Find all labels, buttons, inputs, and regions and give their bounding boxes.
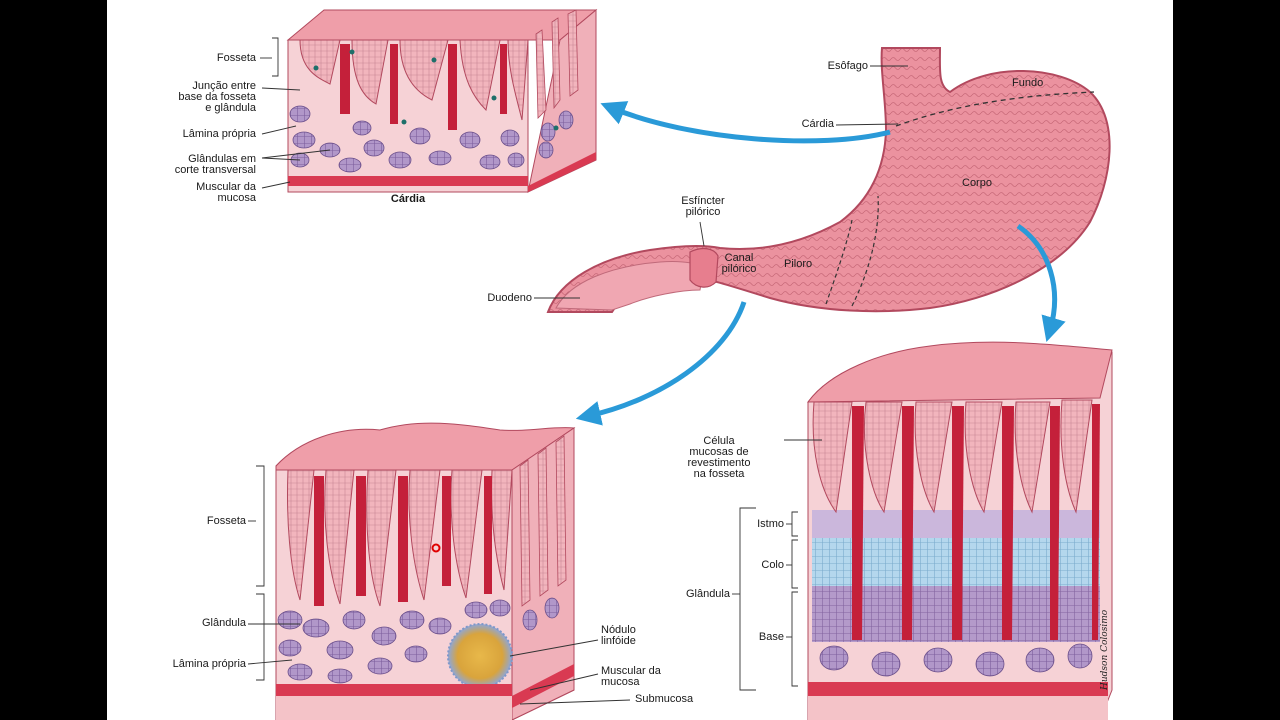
label-corpo: Corpo (962, 177, 992, 189)
lymph-nodule (447, 623, 513, 689)
label-glandula-corpo: Glândula (685, 588, 730, 600)
label-fosseta-cardia: Fosseta (216, 52, 256, 64)
label-lamina-propria-cardia: Lâmina própria (182, 128, 256, 140)
label-nodulo-linfoide: Nódulo linfóide (601, 624, 636, 647)
label-cardia-title: Cárdia (390, 193, 426, 205)
label-submucosa: Submucosa (635, 693, 694, 705)
label-esofago: Esôfago (827, 60, 868, 72)
stomach-organ (546, 47, 1111, 313)
pylorus-leader-lines (247, 465, 631, 705)
label-muscular-piloro: Muscular da mucosa (601, 665, 661, 688)
cardia-leader-lines (260, 37, 331, 189)
stomach-leader-lines (534, 65, 908, 299)
label-piloro: Piloro (784, 258, 813, 270)
label-colo: Colo (761, 559, 784, 571)
body-leader-lines (732, 439, 822, 691)
label-celula-mucosa: Célula mucosas de revestimento na fosset… (687, 435, 751, 480)
label-muscular-cardia: Muscular da mucosa (196, 181, 256, 204)
label-lamina-propria-piloro: Lâmina própria (172, 658, 246, 670)
body-tissue-block (807, 341, 1113, 720)
label-istmo: Istmo (757, 518, 784, 530)
label-glandulas-corte: Glândulas em corte transversal (174, 153, 256, 176)
label-esfincter: Esfíncter pilórico (681, 195, 725, 218)
pointer-arrows (575, 101, 1066, 426)
label-fundo: Fundo (1012, 77, 1044, 89)
label-glandula-piloro: Glândula (201, 617, 246, 629)
label-duodeno: Duodeno (487, 292, 532, 304)
cardia-tissue-block (286, 8, 598, 193)
label-cardia-stomach: Cárdia (801, 118, 834, 130)
pylorus-tissue-block (275, 422, 576, 720)
label-base: Base (758, 631, 784, 643)
label-fosseta-piloro: Fosseta (206, 515, 246, 527)
artist-signature: Hudson Colosimo (1100, 609, 1110, 690)
label-canal-pilorico: Canal pilórico (721, 252, 757, 275)
label-juncao: Junção entre base da fosseta e glândula (178, 80, 256, 114)
